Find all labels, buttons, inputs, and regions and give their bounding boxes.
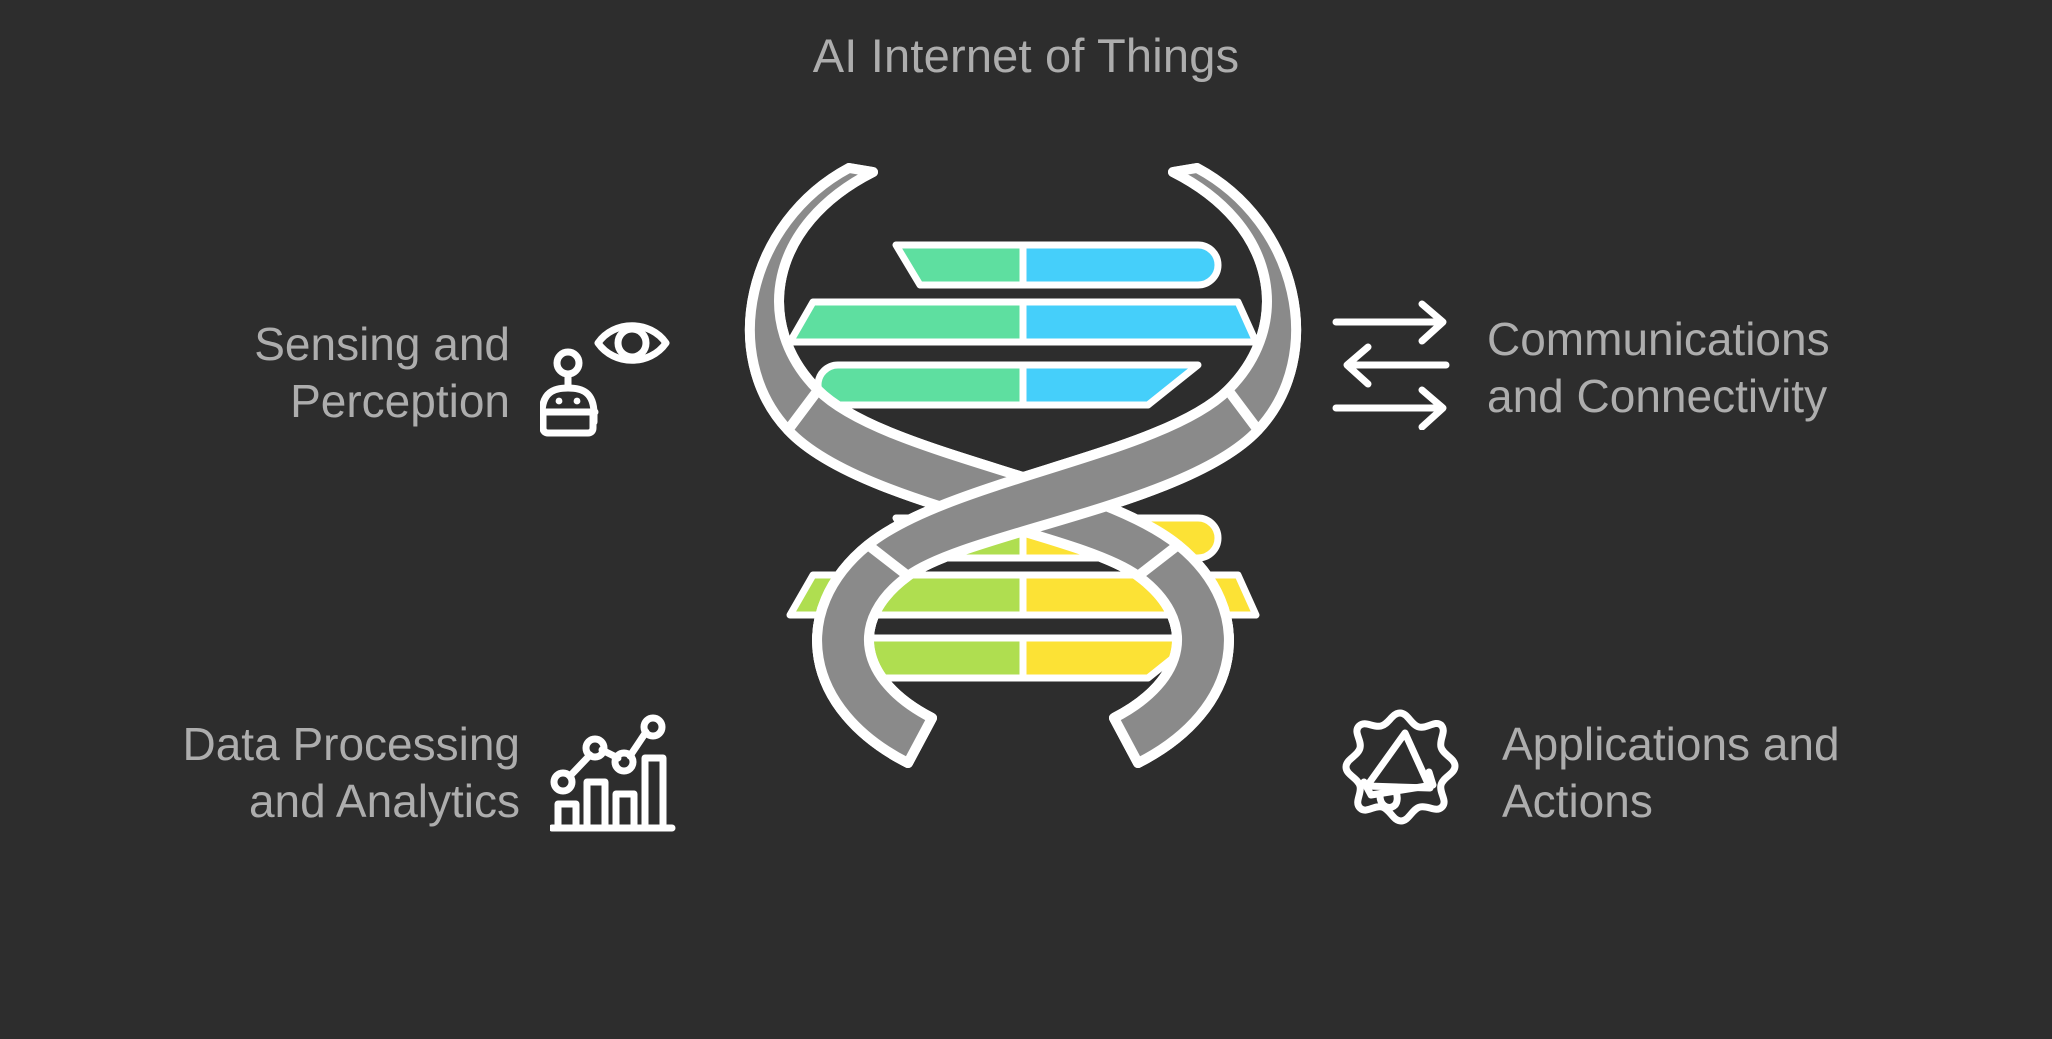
helix-rung-1 bbox=[892, 241, 1222, 289]
helix-tab-bottom-left bbox=[812, 540, 937, 768]
dna-double-helix bbox=[718, 150, 1328, 775]
eye-robot-icon bbox=[537, 300, 680, 445]
exchange-arrows-icon bbox=[1330, 300, 1455, 435]
helix-tab-bottom-right bbox=[1109, 540, 1234, 768]
node-applications-and-actions[interactable]: Applications and Actions bbox=[1330, 700, 2010, 845]
helix-rung-3 bbox=[814, 361, 1202, 409]
helix-rung-2 bbox=[786, 298, 1260, 346]
node-label-sensing-and-perception: Sensing and Perception bbox=[254, 318, 510, 427]
node-label-data-processing-and-analytics: Data Processing and Analytics bbox=[182, 718, 521, 827]
node-sensing-and-perception[interactable]: Sensing and Perception bbox=[60, 300, 680, 445]
node-label-communications-and-connectivity: Communications and Connectivity bbox=[1487, 313, 1830, 422]
bar-chart-trend-icon bbox=[548, 700, 680, 845]
node-communications-and-connectivity[interactable]: Communications and Connectivity bbox=[1330, 300, 2010, 435]
helix-tab-top-left bbox=[744, 163, 878, 435]
megaphone-badge-icon bbox=[1330, 700, 1470, 845]
helix-tab-top-right bbox=[1168, 163, 1302, 435]
page-title: AI Internet of Things bbox=[812, 29, 1240, 82]
node-data-processing-and-analytics[interactable]: Data Processing and Analytics bbox=[20, 700, 680, 845]
node-label-applications-and-actions: Applications and Actions bbox=[1502, 718, 1840, 827]
